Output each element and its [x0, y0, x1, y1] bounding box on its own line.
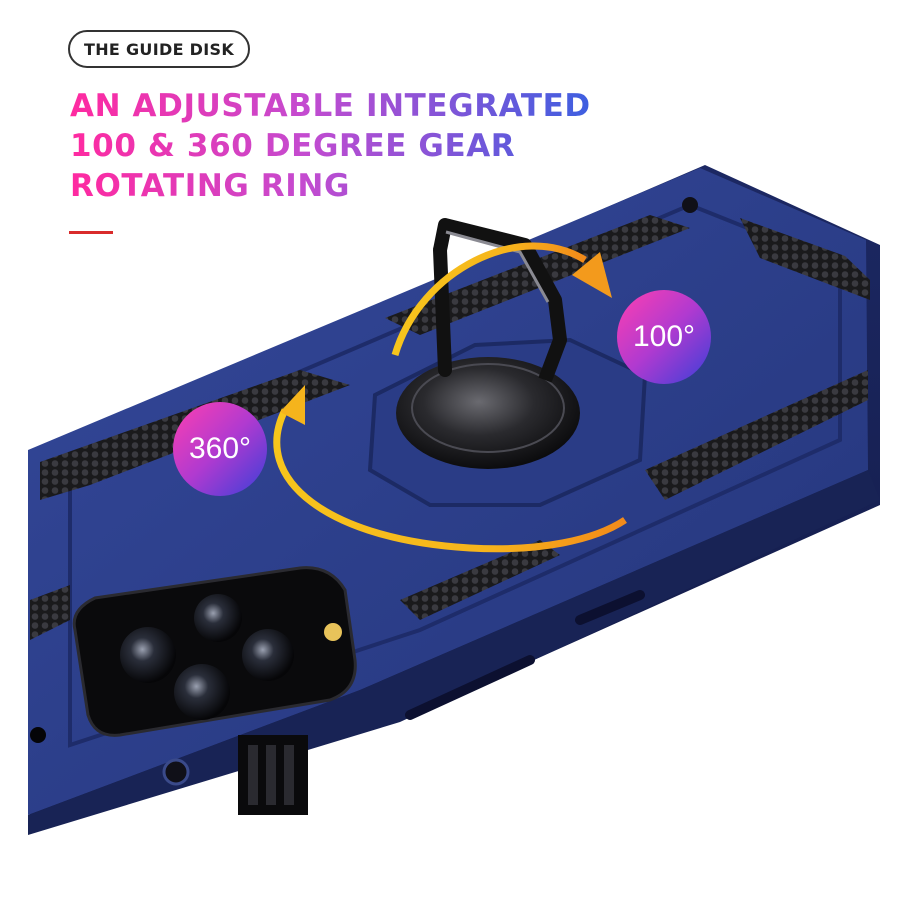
camera-lens: [120, 627, 176, 683]
headline-line-1: AN ADJUSTABLE INTEGRATED: [70, 88, 591, 124]
ring-disk: [396, 357, 580, 469]
grip-strip: [400, 540, 560, 620]
camera-lens: [242, 629, 294, 681]
corner-hole: [162, 758, 190, 786]
headline-line-3: ROTATING RING: [70, 166, 591, 206]
curved-rotation-arrow-icon: [273, 242, 627, 553]
guide-disk-tag: THE GUIDE DISK: [68, 30, 251, 68]
headline-line-2: 100 & 360 DEGREE GEAR: [70, 126, 591, 166]
badge-100-degree: 100°: [617, 290, 711, 384]
camera-lens: [174, 664, 230, 720]
flash: [324, 623, 342, 641]
camera-lens: [194, 594, 242, 642]
side-button: [405, 655, 535, 720]
badge-360-degree: 360°: [173, 402, 267, 496]
side-button: [575, 590, 645, 625]
headline: AN ADJUSTABLE INTEGRATED 100 & 360 DEGRE…: [70, 86, 591, 206]
camera-module: [72, 566, 357, 737]
rotating-ring-kickstand-icon: [433, 218, 567, 383]
grip-strip: [740, 218, 870, 300]
corner-hole: [682, 197, 698, 213]
accent-bar: [69, 231, 113, 234]
grip-strip: [30, 585, 70, 640]
port-area: [238, 735, 308, 815]
grip-strip: [645, 370, 868, 500]
